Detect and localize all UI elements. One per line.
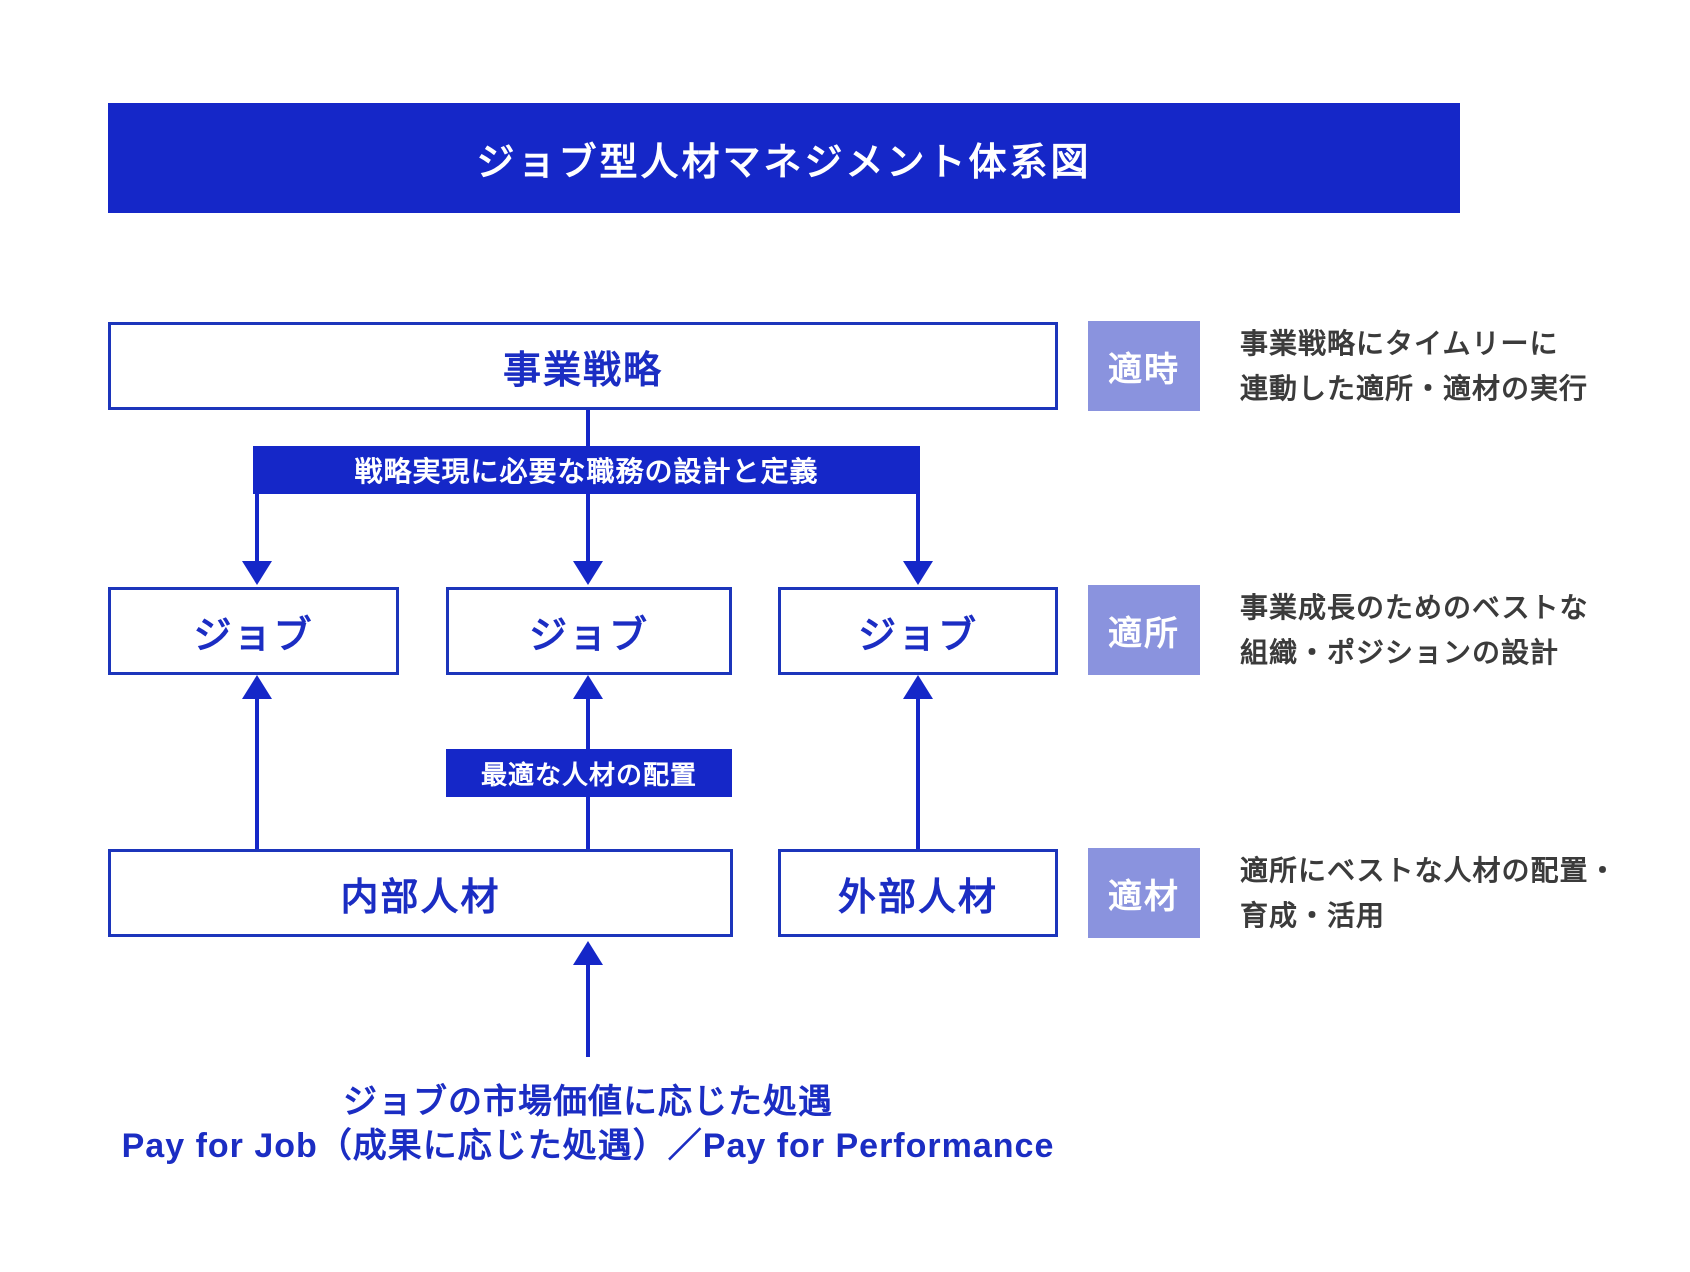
arrow-line-banner-to-job-3	[916, 494, 920, 561]
arrow-up-icon	[903, 675, 933, 699]
internal-talent-box: 内部人材	[108, 849, 733, 937]
connector-internal-to-placement	[586, 797, 590, 849]
principle-tag-tekiji: 適時	[1088, 321, 1200, 411]
placement-banner-label: 最適な人材の配置	[480, 759, 697, 790]
job-box-2-label: ジョブ	[528, 614, 649, 657]
job-box-2: ジョブ	[446, 587, 732, 675]
job-box-3: ジョブ	[778, 587, 1058, 675]
arrow-up-icon	[242, 675, 272, 699]
design-banner: 戦略実現に必要な職務の設計と定義	[253, 446, 920, 494]
principle-desc-tekisho-line1: 事業成長のためのベストな	[1240, 592, 1589, 623]
principle-desc-tekiji: 事業戦略にタイムリーに 連動した適所・適材の実行	[1240, 321, 1588, 411]
principle-desc-tekizai: 適所にベストな人材の配置・ 育成・活用	[1240, 848, 1618, 938]
compensation-note: ジョブの市場価値に応じた処遇 Pay for Job（成果に応じた処遇）／Pay…	[108, 1080, 1068, 1168]
principle-tag-tekisho: 適所	[1088, 585, 1200, 675]
job-box-1: ジョブ	[108, 587, 399, 675]
arrow-line-note-to-internal	[586, 965, 590, 1057]
design-banner-label: 戦略実現に必要な職務の設計と定義	[354, 456, 819, 487]
arrow-line-internal-to-job-1	[255, 699, 259, 849]
job-box-3-label: ジョブ	[857, 614, 978, 657]
arrow-up-icon	[573, 675, 603, 699]
principle-desc-tekisho: 事業成長のためのベストな 組織・ポジションの設計	[1240, 585, 1589, 675]
strategy-box-label: 事業戦略	[502, 349, 663, 392]
job-box-1-label: ジョブ	[193, 614, 314, 657]
principle-tag-tekiji-label: 適時	[1108, 350, 1180, 389]
principle-desc-tekizai-line1: 適所にベストな人材の配置・	[1240, 855, 1618, 886]
internal-talent-label: 内部人材	[340, 876, 501, 919]
page-title: ジョブ型人材マネジメント体系図	[476, 141, 1092, 184]
placement-banner: 最適な人材の配置	[446, 749, 732, 797]
principle-desc-tekiji-line2: 連動した適所・適材の実行	[1240, 373, 1589, 404]
principle-tag-tekisho-label: 適所	[1108, 614, 1180, 653]
compensation-note-line1: ジョブの市場価値に応じた処遇	[343, 1083, 833, 1121]
principle-tag-tekizai: 適材	[1088, 848, 1200, 938]
principle-desc-tekiji-line1: 事業戦略にタイムリーに	[1240, 328, 1559, 359]
arrow-up-icon	[573, 941, 603, 965]
external-talent-label: 外部人材	[837, 876, 998, 919]
arrow-down-icon	[242, 561, 272, 585]
principle-tag-tekizai-label: 適材	[1108, 877, 1180, 916]
connector-strategy-to-design-banner	[586, 410, 590, 446]
arrow-line-placement-to-job-2	[586, 699, 590, 749]
title-bar: ジョブ型人材マネジメント体系図	[108, 103, 1460, 213]
principle-desc-tekisho-line2: 組織・ポジションの設計	[1240, 637, 1560, 668]
strategy-box: 事業戦略	[108, 322, 1058, 410]
arrow-line-banner-to-job-2	[586, 494, 590, 561]
compensation-note-line2: Pay for Job（成果に応じた処遇）／Pay for Performanc…	[121, 1127, 1055, 1165]
arrow-line-banner-to-job-1	[255, 494, 259, 561]
external-talent-box: 外部人材	[778, 849, 1058, 937]
arrow-line-external-to-job-3	[916, 699, 920, 849]
principle-desc-tekizai-line2: 育成・活用	[1240, 900, 1386, 931]
arrow-down-icon	[903, 561, 933, 585]
arrow-down-icon	[573, 561, 603, 585]
